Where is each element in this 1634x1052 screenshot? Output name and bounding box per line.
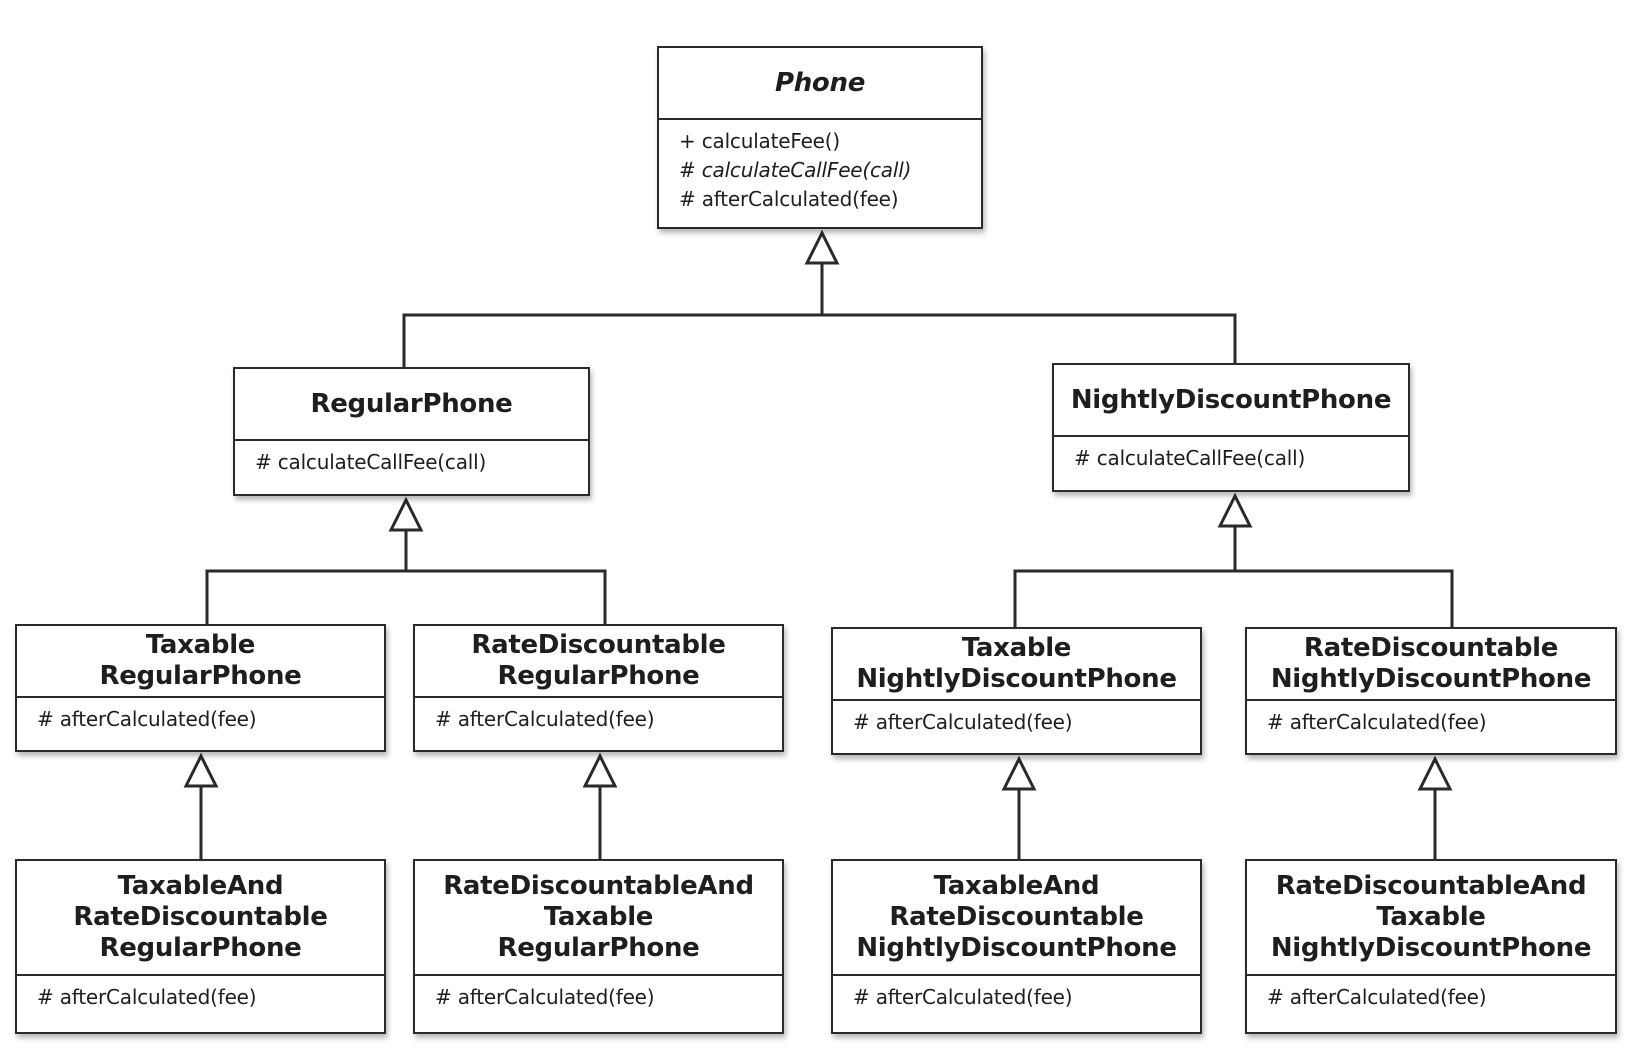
class-operations: # afterCalculated(fee) — [17, 698, 384, 734]
class-name-line: RateDiscountableAnd — [443, 871, 754, 901]
class-name-line: NightlyDiscountPhone — [1270, 664, 1592, 694]
class-name-line: RegularPhone — [497, 661, 700, 691]
class-operations: # afterCalculated(fee) — [415, 976, 782, 1012]
operation: # afterCalculated(fee) — [1267, 985, 1487, 1009]
class-name-line: RegularPhone — [99, 661, 302, 691]
class-name-line: RateDiscountableAnd — [1275, 871, 1587, 901]
class-name-line: NightlyDiscountPhone — [856, 933, 1177, 963]
operation: # afterCalculated(fee) — [435, 707, 655, 731]
class-operations: # calculateCallFee(call) — [1054, 437, 1408, 473]
class-operations: # afterCalculated(fee) — [415, 698, 782, 734]
operation: # afterCalculated(fee) — [853, 985, 1073, 1009]
operation: # calculateCallFee(call) — [679, 158, 912, 182]
class-name: RegularPhone — [235, 369, 588, 441]
class-operations: # afterCalculated(fee) — [1247, 976, 1615, 1012]
generalization-arrowhead-icon — [388, 496, 424, 532]
class-name: NightlyDiscountPhone — [1054, 365, 1408, 437]
operation: # calculateCallFee(call) — [255, 450, 487, 474]
class-name-line: TaxableAnd — [117, 871, 284, 901]
class-name-line: NightlyDiscountPhone — [856, 664, 1177, 694]
generalization-arrowhead-icon — [1001, 755, 1037, 791]
class-name-line: Phone — [774, 67, 866, 98]
class-name-line: RegularPhone — [497, 933, 700, 963]
operation: # afterCalculated(fee) — [435, 985, 655, 1009]
class-name-line: RateDiscountable — [1303, 633, 1559, 663]
generalization-arrowhead-icon — [582, 752, 618, 788]
class-name-line: TaxableAnd — [933, 871, 1100, 901]
class-operations: # afterCalculated(fee) — [17, 976, 384, 1012]
class-name-line: Taxable — [1376, 902, 1486, 932]
class-name-line: RateDiscountable — [471, 630, 726, 660]
class-name-line: NightlyDiscountPhone — [1070, 384, 1392, 415]
operation: # afterCalculated(fee) — [37, 985, 257, 1009]
class-name-line: RateDiscountable — [73, 902, 328, 932]
class-operations: # afterCalculated(fee) — [833, 701, 1200, 737]
class-name-line: Taxable — [543, 902, 654, 932]
class-box-regular-phone: RegularPhone # calculateCallFee(call) — [233, 367, 590, 496]
class-box-nightly-discount-phone: NightlyDiscountPhone # calculateCallFee(c… — [1052, 363, 1410, 492]
operation: # calculateCallFee(call) — [1074, 446, 1306, 470]
operation: + calculateFee() — [679, 129, 840, 153]
operation: # afterCalculated(fee) — [37, 707, 257, 731]
class-name-line: RateDiscountable — [889, 902, 1144, 932]
class-operations: # afterCalculated(fee) — [1247, 701, 1615, 737]
class-operations: + calculateFee() # calculateCallFee(call)… — [659, 120, 981, 214]
class-name-line: Taxable — [145, 630, 256, 660]
operation: # afterCalculated(fee) — [1267, 710, 1487, 734]
generalization-arrowhead-icon — [1217, 492, 1253, 528]
operation: # afterCalculated(fee) — [679, 187, 899, 211]
class-name-line: RegularPhone — [310, 388, 513, 419]
class-operations: # calculateCallFee(call) — [235, 441, 588, 477]
class-name-line: Taxable — [961, 633, 1072, 663]
class-box-phone: Phone + calculateFee() # calculateCallFee(… — [657, 46, 983, 229]
class-name-line: NightlyDiscountPhone — [1270, 933, 1592, 963]
generalization-arrowhead-icon — [804, 229, 840, 265]
class-name: Phone — [659, 48, 981, 120]
generalization-arrowhead-icon — [1417, 755, 1453, 791]
class-name-line: RegularPhone — [99, 933, 302, 963]
operation: # afterCalculated(fee) — [853, 710, 1073, 734]
generalization-arrowhead-icon — [183, 752, 219, 788]
class-operations: # afterCalculated(fee) — [833, 976, 1200, 1012]
